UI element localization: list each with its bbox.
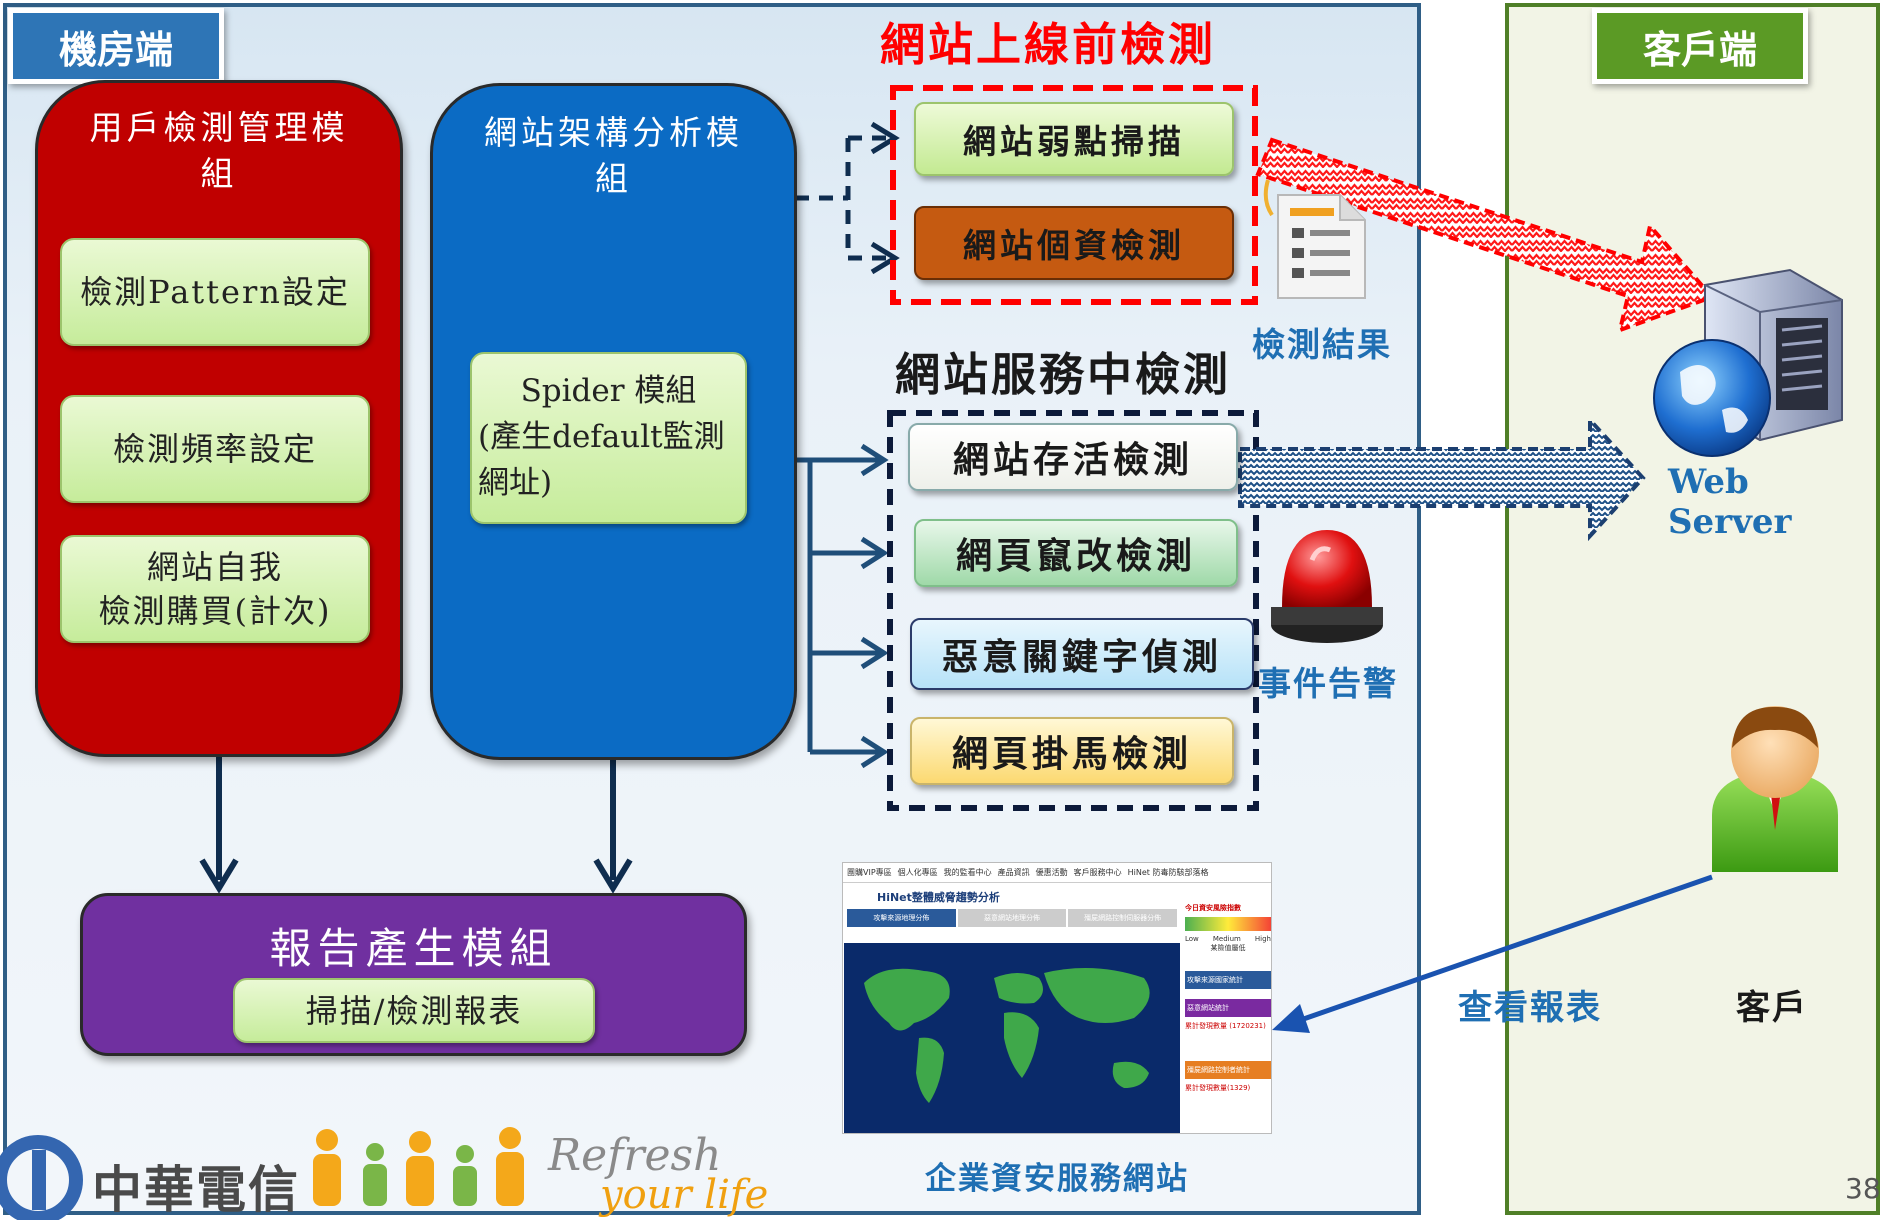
purchase-box: 網站自我 檢測購買(計次)	[60, 535, 370, 643]
user-mgmt-title: 用戶檢測管理模 組	[89, 108, 349, 193]
portal-caption: 企業資安服務網站	[925, 1161, 1189, 1197]
portal-nav-item[interactable]: 客戶服務中心	[1073, 868, 1122, 877]
family-figures-icon	[313, 1127, 524, 1206]
page-number: 38	[1845, 1172, 1881, 1205]
prelaunch-connector	[795, 121, 900, 275]
portal-nav: 團購VIP專區 個人化專區 我的監看中心 產品資訊 優惠活動 客戶服務中心 Hi…	[843, 863, 1271, 883]
portal-tab[interactable]: 攻擊來源地理分佈	[847, 909, 956, 927]
document-icon	[1263, 179, 1366, 299]
portal-nav-item[interactable]: 團購VIP專區	[847, 868, 892, 877]
web-server-icon	[1653, 268, 1843, 457]
site-arch-title: 網站架構分析模 組	[484, 113, 743, 198]
customer-icon	[1712, 706, 1838, 872]
risk-gauge	[1185, 917, 1271, 931]
spider-box: Spider 模組 (產生default監測 網址)	[470, 352, 747, 524]
customer-label: 客戶	[1736, 988, 1808, 1028]
world-map-icon	[864, 968, 1150, 1103]
alert-label: 事件告警	[1258, 664, 1398, 703]
inservice-connector	[797, 443, 889, 769]
portal-nav-item[interactable]: 產品資訊	[997, 868, 1030, 877]
portal-nav-item[interactable]: 我的監看中心	[943, 868, 992, 877]
world-map	[844, 943, 1180, 1133]
slogan-life: your life	[600, 1172, 769, 1218]
portal-tab[interactable]: 惡意網站地理分佈	[957, 909, 1067, 927]
portal-nav-item[interactable]: HiNet 防毒防駭部落格	[1127, 868, 1209, 877]
portal-title: HiNet整體威脅趨勢分析	[877, 891, 1000, 904]
view-report-arrow	[1272, 874, 1713, 1033]
report-arrows	[199, 757, 633, 894]
tamper-check-box: 網頁竄改檢測	[914, 519, 1238, 587]
prelaunch-heading: 網站上線前檢測	[880, 18, 1217, 71]
risk-index-title: 今日資安風險指數	[1185, 904, 1241, 912]
monitor-arrow	[1238, 414, 1646, 542]
company-name: 中華電信	[92, 1161, 300, 1219]
client-panel	[1505, 3, 1880, 1215]
portal-nav-item[interactable]: 個人化專區	[897, 868, 938, 877]
report-item-box: 掃描/檢測報表	[233, 978, 595, 1043]
keyword-detect-box: 惡意關鍵字偵測	[910, 618, 1254, 690]
report-title: 報告產生模組	[269, 924, 558, 973]
side-button-botnet[interactable]: 殭屍網路控制者統計	[1185, 1061, 1271, 1079]
client-tag: 客戶端	[1592, 8, 1808, 84]
inservice-heading: 網站服務中檢測	[895, 348, 1232, 401]
portal-nav-item[interactable]: 優惠活動	[1035, 868, 1068, 877]
side-stat-2: 累計發現數量(1329)	[1185, 1084, 1251, 1092]
malware-check-box: 網頁掛馬檢測	[910, 717, 1234, 785]
portal-tabs: 攻擊來源地理分佈 惡意網站地理分佈 殭屍網路控制伺服器分佈	[843, 909, 1181, 927]
side-stat-1: 累計發現數量 (1720231)	[1185, 1022, 1266, 1030]
vuln-scan-box: 網站弱點掃描	[914, 102, 1234, 176]
liveness-check-box: 網站存活檢測	[908, 423, 1238, 491]
privacy-check-box: 網站個資檢測	[914, 206, 1234, 280]
result-label: 檢測結果	[1252, 325, 1392, 364]
gauge-caption: 某險值屬低	[1210, 944, 1246, 952]
slogan-refresh: Refresh	[548, 1130, 722, 1181]
inservice-dashed-box	[887, 410, 1259, 811]
prelaunch-dashed-box	[890, 85, 1258, 305]
portal-tab[interactable]: 殭屍網路控制伺服器分佈	[1068, 909, 1178, 927]
view-report-label: 查看報表	[1458, 988, 1602, 1028]
web-server-label: Web Server	[1668, 462, 1792, 542]
cht-logo	[0, 1135, 83, 1220]
side-button-malicious[interactable]: 惡意網站統計	[1185, 999, 1271, 1017]
siren-icon	[1271, 530, 1383, 643]
frequency-setting-box: 檢測頻率設定	[60, 395, 370, 503]
side-button-attack[interactable]: 攻擊來源國家統計	[1185, 971, 1271, 989]
portal-screenshot: 團購VIP專區 個人化專區 我的監看中心 產品資訊 優惠活動 客戶服務中心 Hi…	[842, 862, 1272, 1134]
pattern-setting-box: 檢測Pattern設定	[60, 238, 370, 346]
